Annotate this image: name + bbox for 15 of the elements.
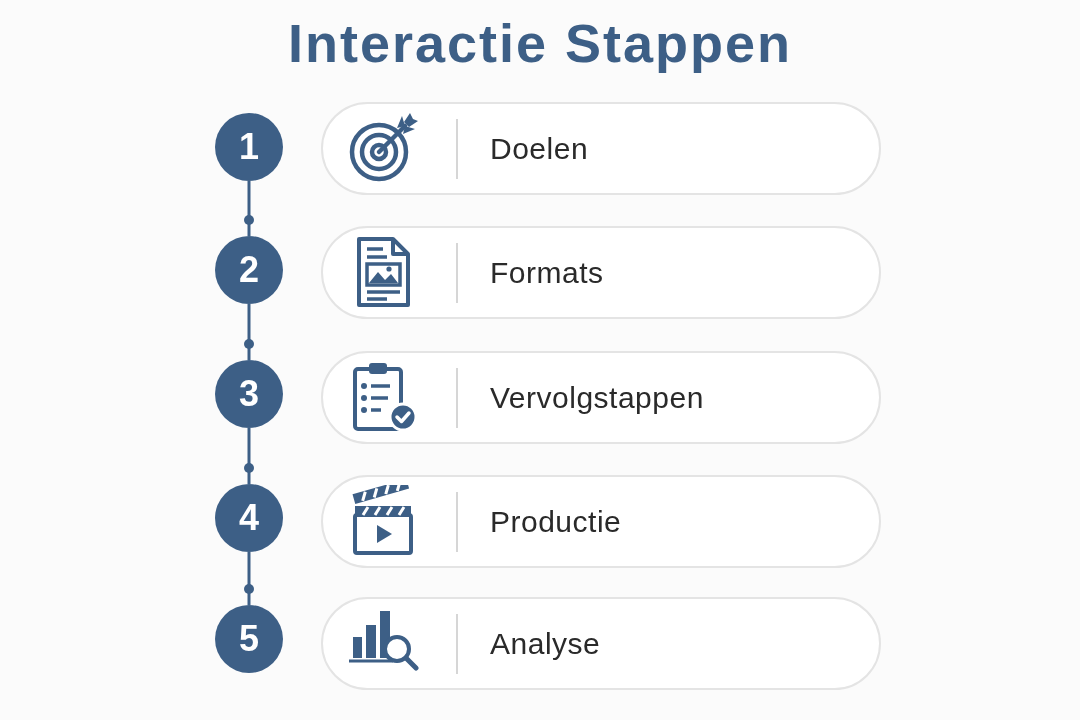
step-label: Vervolgstappen bbox=[490, 379, 704, 416]
connector-line bbox=[244, 181, 254, 236]
connector-line bbox=[244, 428, 254, 484]
step-label: Productie bbox=[490, 503, 622, 540]
connector-line bbox=[244, 552, 254, 605]
step-number: 5 bbox=[239, 621, 259, 657]
connector-line bbox=[244, 304, 254, 360]
step-label: Analyse bbox=[490, 625, 601, 662]
step-label: Formats bbox=[490, 254, 604, 291]
step-number: 2 bbox=[239, 252, 259, 288]
step-label: Doelen bbox=[490, 130, 589, 167]
step-number: 1 bbox=[239, 129, 259, 165]
step-number: 4 bbox=[239, 500, 259, 536]
step-number: 3 bbox=[239, 376, 259, 412]
title: Interactie Stappen bbox=[287, 12, 793, 75]
